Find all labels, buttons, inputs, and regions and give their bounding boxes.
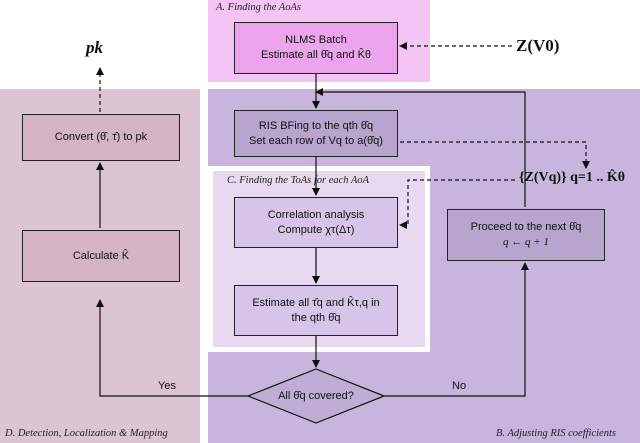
nlms-detail: Estimate all θ̂q and K̂θ bbox=[260, 49, 372, 61]
corr-line2: Compute χτ(Δτ) bbox=[277, 223, 355, 236]
est-line2: the qth θ̂q bbox=[291, 311, 341, 324]
convert-box: Convert (θ̂, τ̂) to pk bbox=[22, 114, 180, 161]
proceed-next-box: Proceed to the next θ̂q q ← q + 1 bbox=[447, 209, 605, 261]
input-measurement-label: Z(V0) bbox=[516, 36, 560, 55]
estimate-toa-box: Estimate all τ̂q and K̂τ,q in the qth θ̂… bbox=[234, 285, 398, 336]
no-label: No bbox=[452, 380, 467, 392]
measurement-set-label: {Z(Vq)} q=1 .. K̂θ bbox=[519, 170, 626, 185]
edge-decision-yes bbox=[96, 299, 248, 397]
region-c-label: C. Finding the ToAs for each AoA bbox=[227, 175, 370, 186]
decision-text: All θ̂q covered? bbox=[278, 389, 354, 402]
decision-diamond-shape bbox=[246, 368, 386, 424]
calculate-box: Calculate K̂ bbox=[22, 230, 180, 282]
corr-line1: Correlation analysis bbox=[267, 208, 365, 221]
est-line1: Estimate all τ̂q and K̂τ,q in bbox=[252, 296, 380, 309]
calculate-label: Calculate K̂ bbox=[72, 249, 130, 262]
output-position-label: pk bbox=[86, 38, 103, 57]
ris-line1: RIS BFing to the qth θ̂q bbox=[258, 119, 374, 132]
ris-line2: Set each row of Vq to a(θ̂q) bbox=[249, 134, 383, 147]
proceed-line1: Proceed to the next θ̂q bbox=[470, 221, 582, 233]
nlms-title: NLMS Batch bbox=[285, 34, 347, 46]
region-a-label: A. Finding the AoAs bbox=[216, 2, 301, 13]
correlation-analysis-box: Correlation analysis Compute χτ(Δτ) bbox=[234, 197, 398, 248]
edge-measurements-to-corr bbox=[399, 179, 515, 229]
convert-label: Convert (θ̂, τ̂) to pk bbox=[54, 131, 148, 143]
proceed-line2: q ← q + 1 bbox=[503, 236, 549, 248]
ris-bfing-box: RIS BFing to the qth θ̂q Set each row of… bbox=[234, 110, 398, 157]
region-d-label: D. Detection, Localization & Mapping bbox=[5, 428, 168, 439]
edge-ris-to-measurements bbox=[400, 141, 590, 169]
nlms-batch-box: NLMS Batch Estimate all θ̂q and K̂θ bbox=[234, 22, 398, 74]
yes-label: Yes bbox=[158, 380, 176, 392]
edge-proceed-to-ris bbox=[315, 88, 526, 207]
edge-decision-no bbox=[384, 262, 529, 397]
region-b-label: B. Adjusting RIS coefficients bbox=[496, 428, 616, 439]
decision-label: All θ̂q covered? bbox=[256, 386, 376, 406]
